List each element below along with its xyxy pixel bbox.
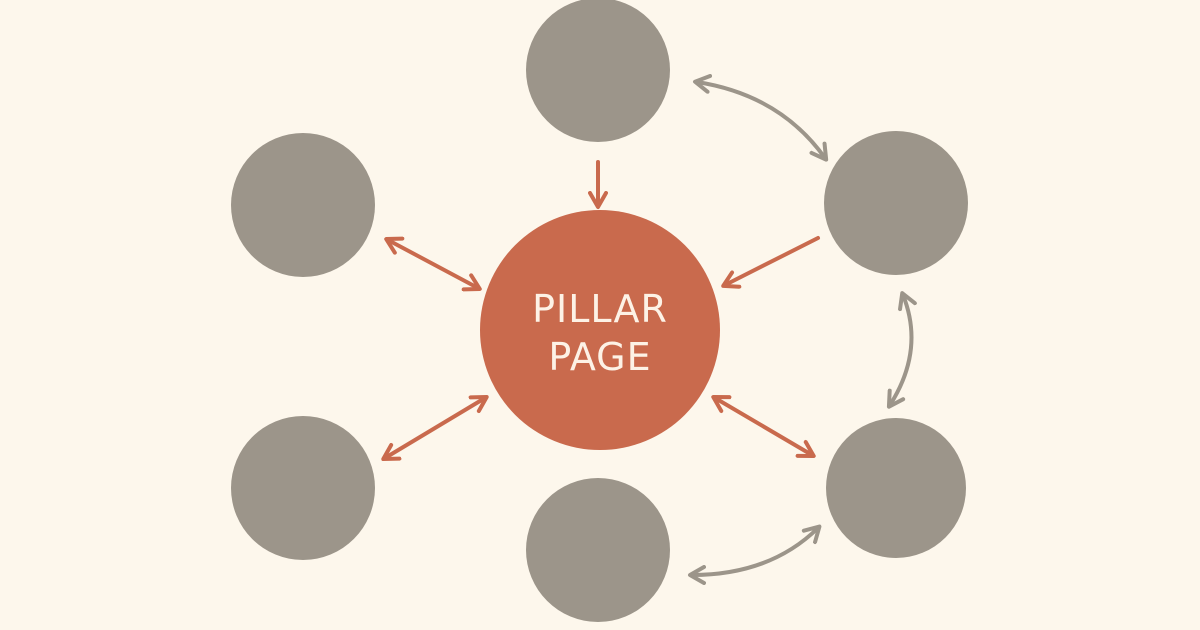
cluster-node-bottom	[526, 478, 670, 622]
arrow-left-bottom-pillar	[381, 394, 489, 462]
pillar-label-line1: PILLAR	[532, 287, 668, 331]
arrow-right-top-to-pillar	[721, 236, 820, 289]
arrow-right-bottom-pillar	[711, 394, 816, 459]
cluster-node-left-top	[231, 133, 375, 277]
cluster-node-top	[526, 0, 670, 142]
arrow-right-top-right-bottom	[886, 291, 917, 409]
cluster-node-left-bottom	[231, 416, 375, 560]
pillar-node	[480, 210, 720, 450]
arrow-bottom-right-bottom	[688, 524, 822, 585]
pillar-label-line2: PAGE	[548, 335, 652, 379]
cluster-node-right-bottom	[826, 418, 966, 558]
arrow-top-right-top	[693, 73, 829, 162]
cluster-node-right-top	[824, 131, 968, 275]
pillar-label: PILLAR PAGE	[480, 285, 720, 381]
arrow-left-top-pillar	[384, 236, 482, 292]
